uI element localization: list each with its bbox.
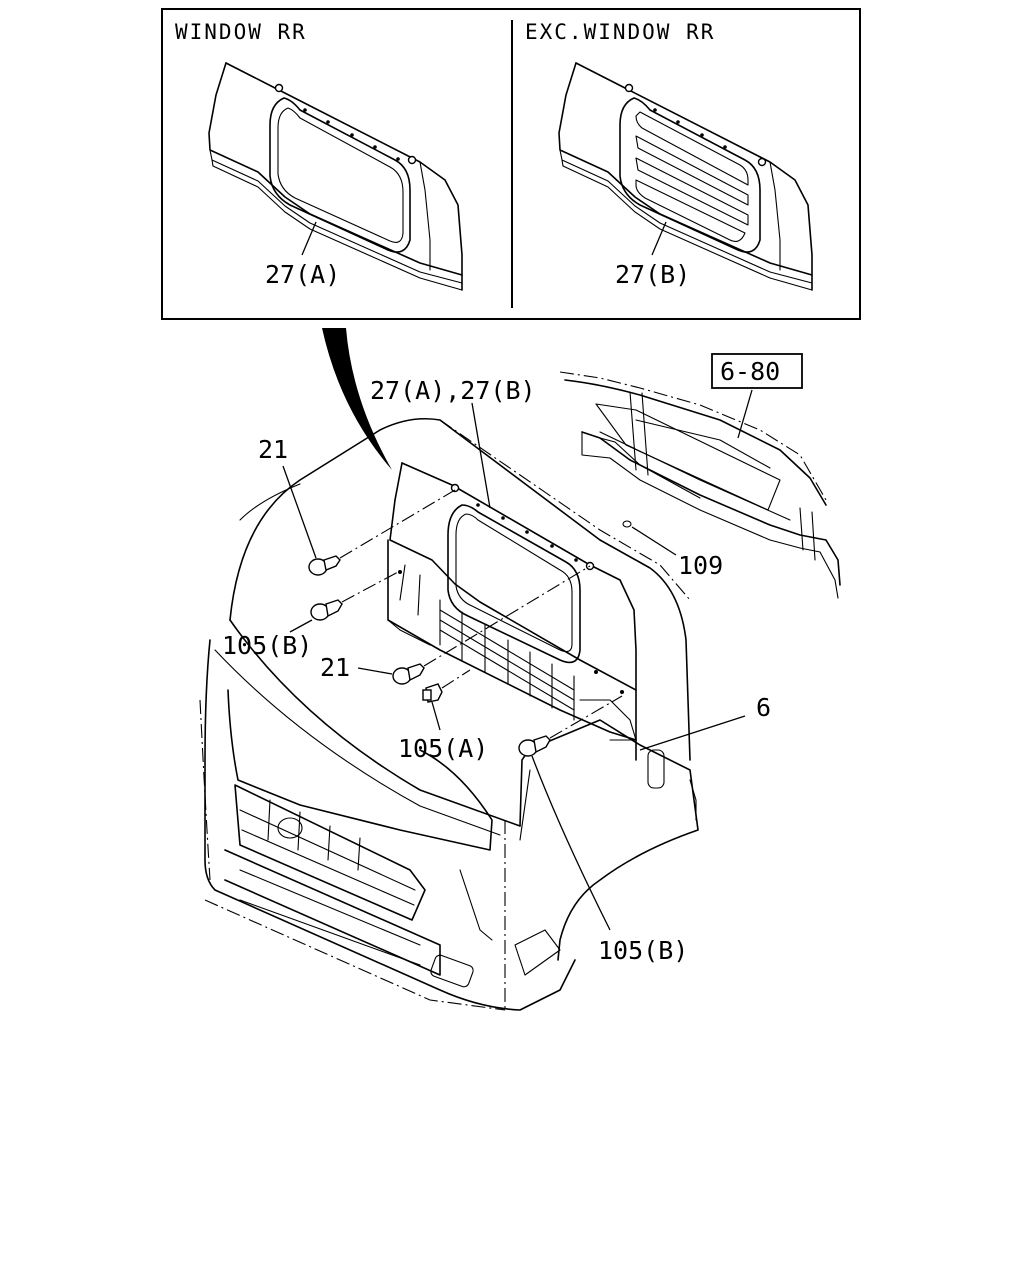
label-27a-27b: 27(A),27(B) [370,376,536,405]
label-27b: 27(B) [615,260,690,289]
leader-27ab [471,402,491,509]
clip-105b-left [289,571,399,633]
back-panel-with-window-drawing [208,62,463,291]
clip-21-upper [282,465,456,576]
cab-body-drawing [199,417,699,1011]
label-21-lower: 21 [320,653,350,682]
clip-21-lower [357,565,591,685]
leader-6 [639,715,746,751]
main-back-panel-drawing [387,462,637,761]
rear-frame-drawing [559,371,841,599]
label-105a: 105(A) [398,734,488,763]
back-panel-ribbed-drawing [558,62,813,291]
ref-box [711,353,803,389]
label-21-upper: 21 [258,435,288,464]
label-105b-left: 105(B) [222,631,312,660]
label-6: 6 [756,693,771,722]
inset-pointer-arrow [322,328,392,470]
clip-105a [422,669,471,731]
label-105b-right: 105(B) [598,936,688,965]
inset-header-exc-window-rr: EXC.WINDOW RR [525,20,715,44]
label-109: 109 [678,551,723,580]
inset-frame [161,8,861,320]
label-27a: 27(A) [265,260,340,289]
clip-105b-right [518,695,623,931]
label-ref-6-80: 6-80 [720,357,780,386]
inset-header-window-rr: WINDOW RR [175,20,307,44]
